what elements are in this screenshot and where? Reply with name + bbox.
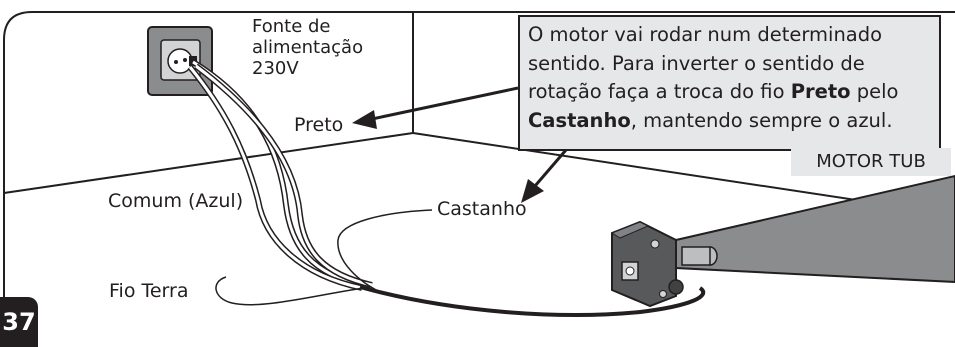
- note-bold-black: Preto: [790, 80, 851, 103]
- room-outline: [3, 11, 955, 347]
- brown-wire: [337, 209, 433, 293]
- common-wire-label: Comum (Azul): [108, 190, 244, 212]
- instruction-note: O motor vai rodar num determinado sentid…: [518, 15, 941, 151]
- power-source-line: 230V: [252, 58, 299, 79]
- black-wire-label: Preto: [294, 114, 344, 136]
- brown-wire-label: Castanho: [437, 198, 527, 220]
- note-text: O motor vai rodar num determinado sentid…: [528, 23, 883, 103]
- cable-bundle: [187, 59, 373, 291]
- ground-wire: [215, 276, 371, 306]
- page-number: 37: [0, 297, 38, 347]
- power-source-line: Fonte de: [252, 16, 331, 37]
- power-source-label: Fonte de alimentação 230V: [252, 16, 402, 79]
- power-source-line: alimentação: [252, 37, 364, 58]
- note-text: pelo: [850, 80, 899, 103]
- ground-wire-label: Fio Terra: [109, 280, 189, 302]
- motor-head-icon: [610, 220, 684, 308]
- motor-tube: [675, 174, 955, 284]
- note-bold-brown: Castanho: [528, 108, 631, 132]
- motor-cable: [359, 285, 706, 317]
- motor-tag: MOTOR TUB: [791, 148, 951, 176]
- arrow-to-preto: [352, 86, 519, 129]
- floor-line-left: [3, 132, 414, 194]
- note-text: , mantendo sempre o azul.: [630, 108, 893, 132]
